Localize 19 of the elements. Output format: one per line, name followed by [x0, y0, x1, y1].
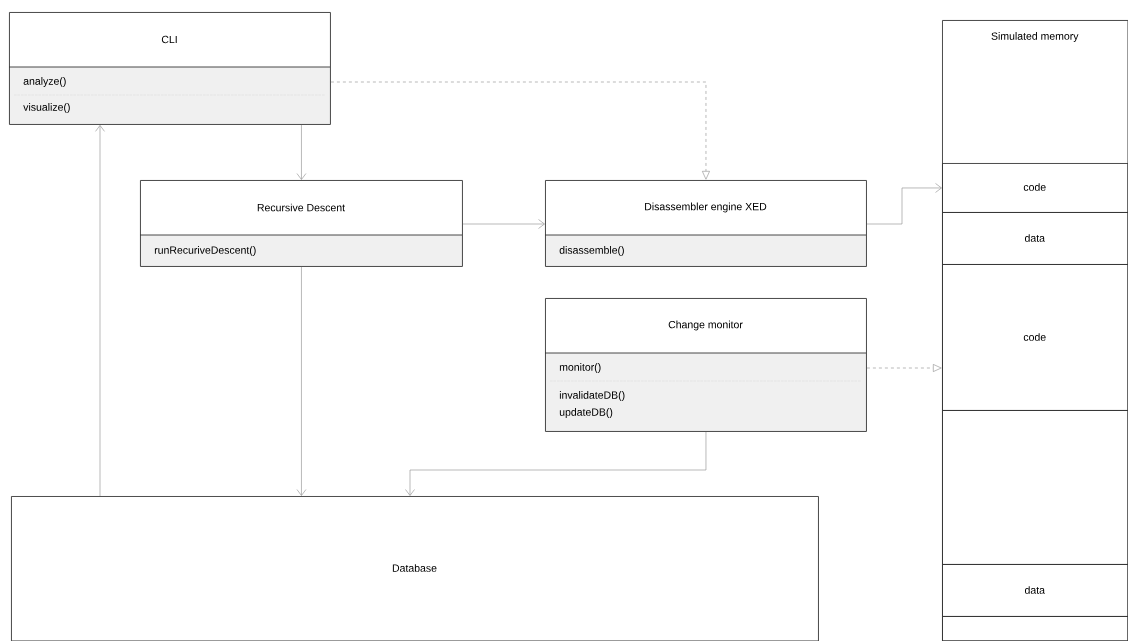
- arrow: [866, 183, 942, 225]
- arrow: [462, 219, 545, 229]
- class-box: Disassembler engine XED disassemble(): [544, 180, 867, 267]
- memory-segment: data: [942, 212, 1128, 265]
- memory-segment: code: [942, 163, 1128, 213]
- arrow: [330, 81, 710, 180]
- memory-segment: data: [942, 564, 1128, 617]
- arrow: [405, 431, 707, 496]
- arrow: [866, 364, 942, 372]
- memory-segment: [942, 410, 1128, 565]
- database-box: Database: [11, 496, 819, 641]
- memory-segment: [942, 616, 1128, 641]
- memory-segment: code: [942, 264, 1128, 411]
- arrow: [296, 124, 307, 180]
- class-box: Change monitor monitor() invalidateDB() updateDB(): [544, 298, 867, 432]
- class-box: Recursive Descent runRecuriveDescent(): [139, 180, 463, 267]
- class-box: CLI analyze() visualize(): [8, 12, 331, 125]
- arrow: [296, 266, 307, 496]
- arrow: [95, 125, 105, 497]
